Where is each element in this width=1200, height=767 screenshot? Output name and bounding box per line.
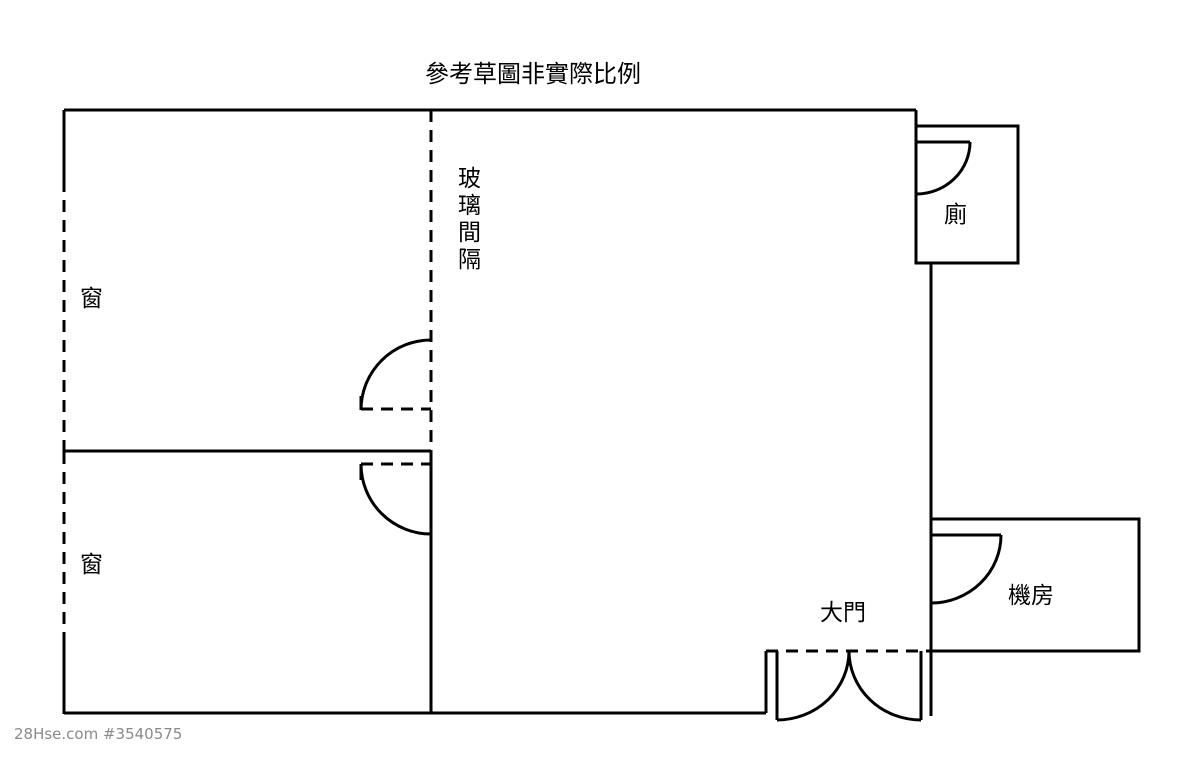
lower-door-swing-arc xyxy=(359,463,432,536)
label-main-door: 大門 xyxy=(820,600,866,626)
label-toilet: 廁 xyxy=(944,202,967,228)
machine-room xyxy=(930,517,1141,653)
label-glass-partition-char: 璃 xyxy=(458,193,481,219)
toilet-door-swing-arc xyxy=(915,141,972,196)
label-glass-partition-char: 隔 xyxy=(458,247,481,273)
main-entrance xyxy=(764,649,931,722)
upper-room-door xyxy=(359,338,432,411)
upper-door-swing-arc xyxy=(359,338,432,411)
watermark: 28Hse.com #3540575 xyxy=(14,725,182,743)
machine-room-door-swing-arc xyxy=(930,534,1003,605)
toilet-walls xyxy=(914,124,1020,265)
lower-room-door xyxy=(359,462,432,536)
label-glass-partition-char: 間 xyxy=(458,220,481,246)
machine-room-walls xyxy=(931,517,1141,653)
label-glass-partition-char: 玻 xyxy=(458,166,481,192)
diagram-title: 參考草圖非實際比例 xyxy=(425,60,641,88)
left-door-swing-arc xyxy=(776,650,851,722)
label-glass-partition: 玻 璃 間 隔 xyxy=(458,166,481,273)
toilet-room xyxy=(914,110,1020,265)
label-machine-room: 機房 xyxy=(1008,583,1054,609)
label-window-top: 窗 xyxy=(80,286,103,312)
right-door-swing-arc xyxy=(847,650,922,722)
outer-walls xyxy=(62,108,933,716)
label-window-bottom: 窗 xyxy=(80,552,103,578)
